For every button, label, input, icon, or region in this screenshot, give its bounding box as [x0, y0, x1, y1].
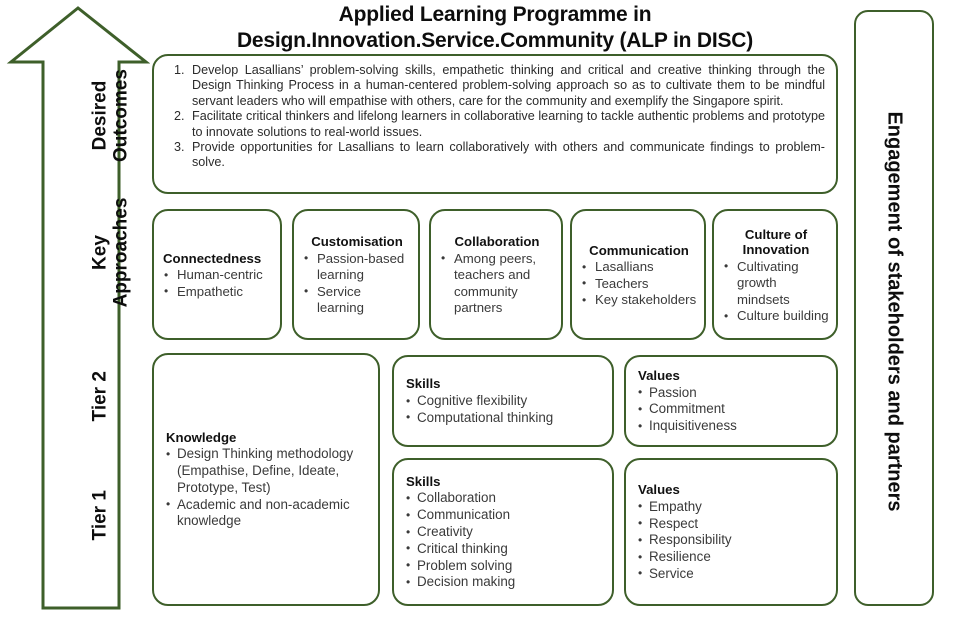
approach-card-culture-of-innovation: Culture of Innovation Cultivating growth…: [712, 209, 838, 340]
card-bullet-list: Cognitive flexibility Computational thin…: [406, 393, 604, 427]
list-item: Service learning: [303, 283, 411, 317]
list-item: Problem solving: [406, 557, 604, 575]
approach-card-communication: Communication Lasallians Teachers Key st…: [570, 209, 706, 340]
card-heading: Connectedness: [163, 250, 262, 266]
rail-label-key-approaches-line2: Approaches: [110, 197, 131, 308]
knowledge-box: Knowledge Design Thinking methodology (E…: [152, 353, 380, 606]
list-item: Teachers: [581, 275, 697, 292]
list-item: Cultivating growth mindsets: [723, 258, 829, 308]
list-item: Key stakeholders: [581, 291, 697, 308]
list-item: Human-centric: [163, 267, 273, 284]
approach-card-collaboration: Collaboration Among peers, teachers and …: [429, 209, 563, 340]
card-heading: Values: [638, 368, 680, 383]
card-bullet-list: Passion Commitment Inquisitiveness: [638, 384, 828, 435]
approach-card-customisation: Customisation Passion-based learning Ser…: [292, 209, 420, 340]
list-item: Empathetic: [163, 283, 273, 300]
list-item: Cognitive flexibility: [406, 393, 604, 410]
approach-card-connectedness: Connectedness Human-centric Empathetic: [152, 209, 282, 340]
card-bullet-list: Among peers, teachers and community part…: [440, 250, 554, 317]
card-heading: Culture of Innovation: [742, 226, 810, 258]
list-item: Respect: [638, 515, 828, 533]
list-item: Culture building: [723, 307, 829, 324]
list-item: Commitment: [638, 401, 828, 418]
rail-label-tier-1-text: Tier 1: [89, 490, 111, 541]
card-bullet-list: Human-centric Empathetic: [163, 267, 273, 300]
desired-outcomes-box: Develop Lasallians’ problem-solving skil…: [152, 54, 838, 194]
card-heading: Customisation: [311, 234, 403, 250]
list-item: Facilitate critical thinkers and lifelon…: [188, 109, 825, 140]
rail-label-desired-outcomes-line2: Outcomes: [110, 69, 131, 162]
list-item: Communication: [406, 507, 604, 524]
card-bullet-list: Lasallians Teachers Key stakeholders: [581, 259, 697, 309]
card-heading: Skills: [406, 376, 441, 392]
engagement-rail-box: [854, 10, 934, 606]
engagement-rail-label: Engagement of stakeholders and partners: [883, 111, 906, 512]
upward-arrow-shape: [0, 0, 150, 618]
tier1-skills-box: Skills Collaboration Communication Creat…: [392, 458, 614, 606]
desired-outcomes-list: Develop Lasallians’ problem-solving skil…: [163, 63, 825, 171]
tier2-values-box: Values Passion Commitment Inquisitivenes…: [624, 355, 838, 447]
list-item: Creativity: [406, 524, 604, 541]
list-item: Resilience: [638, 549, 828, 566]
rail-label-tier-2-text: Tier 2: [89, 371, 111, 422]
card-heading: Communication: [589, 242, 689, 258]
list-item: Empathy: [638, 498, 828, 516]
card-bullet-list: Design Thinking methodology (Empathise, …: [166, 446, 370, 530]
card-bullet-list: Collaboration Communication Creativity C…: [406, 490, 604, 591]
tier2-skills-box: Skills Cognitive flexibility Computation…: [392, 355, 614, 447]
card-bullet-list: Empathy Respect Responsibility Resilienc…: [638, 498, 828, 583]
list-item: Decision making: [406, 574, 604, 591]
list-item: Among peers, teachers and community part…: [440, 250, 554, 317]
page-title: Applied Learning Programme in Design.Inn…: [150, 2, 840, 54]
list-item: Provide opportunities for Lasallians to …: [188, 140, 825, 171]
list-item: Develop Lasallians’ problem-solving skil…: [188, 63, 825, 109]
rail-label-desired-outcomes: Desired Outcomes: [89, 36, 131, 196]
rail-label-key-approaches-line1: Key: [89, 235, 111, 270]
list-item: Computational thinking: [406, 409, 604, 427]
list-item: Design Thinking methodology (Empathise, …: [166, 446, 370, 496]
page-title-line-1: Applied Learning Programme in: [338, 3, 652, 26]
rail-label-key-approaches: Key Approaches: [89, 173, 131, 333]
rail-label-tier-1: Tier 1: [89, 435, 112, 595]
list-item: Passion: [638, 384, 828, 402]
tier1-values-box: Values Empathy Respect Responsibility Re…: [624, 458, 838, 606]
rail-label-desired-outcomes-line1: Desired: [89, 80, 111, 151]
list-item: Passion-based learning: [303, 250, 411, 284]
list-item: Inquisitiveness: [638, 418, 828, 435]
card-bullet-list: Cultivating growth mindsets Culture buil…: [723, 258, 829, 325]
card-heading: Collaboration: [454, 234, 540, 250]
list-item: Critical thinking: [406, 540, 604, 558]
card-heading: Skills: [406, 473, 441, 489]
list-item: Lasallians: [581, 259, 697, 276]
list-item: Service: [638, 565, 828, 583]
list-item: Collaboration: [406, 490, 604, 507]
card-bullet-list: Passion-based learning Service learning: [303, 250, 411, 317]
list-item: Academic and non-academic knowledge: [166, 496, 370, 531]
list-item: Responsibility: [638, 532, 828, 549]
page-title-line-2: Design.Innovation.Service.Community (ALP…: [236, 29, 754, 52]
card-heading: Values: [638, 482, 680, 498]
card-heading: Knowledge: [166, 429, 237, 445]
